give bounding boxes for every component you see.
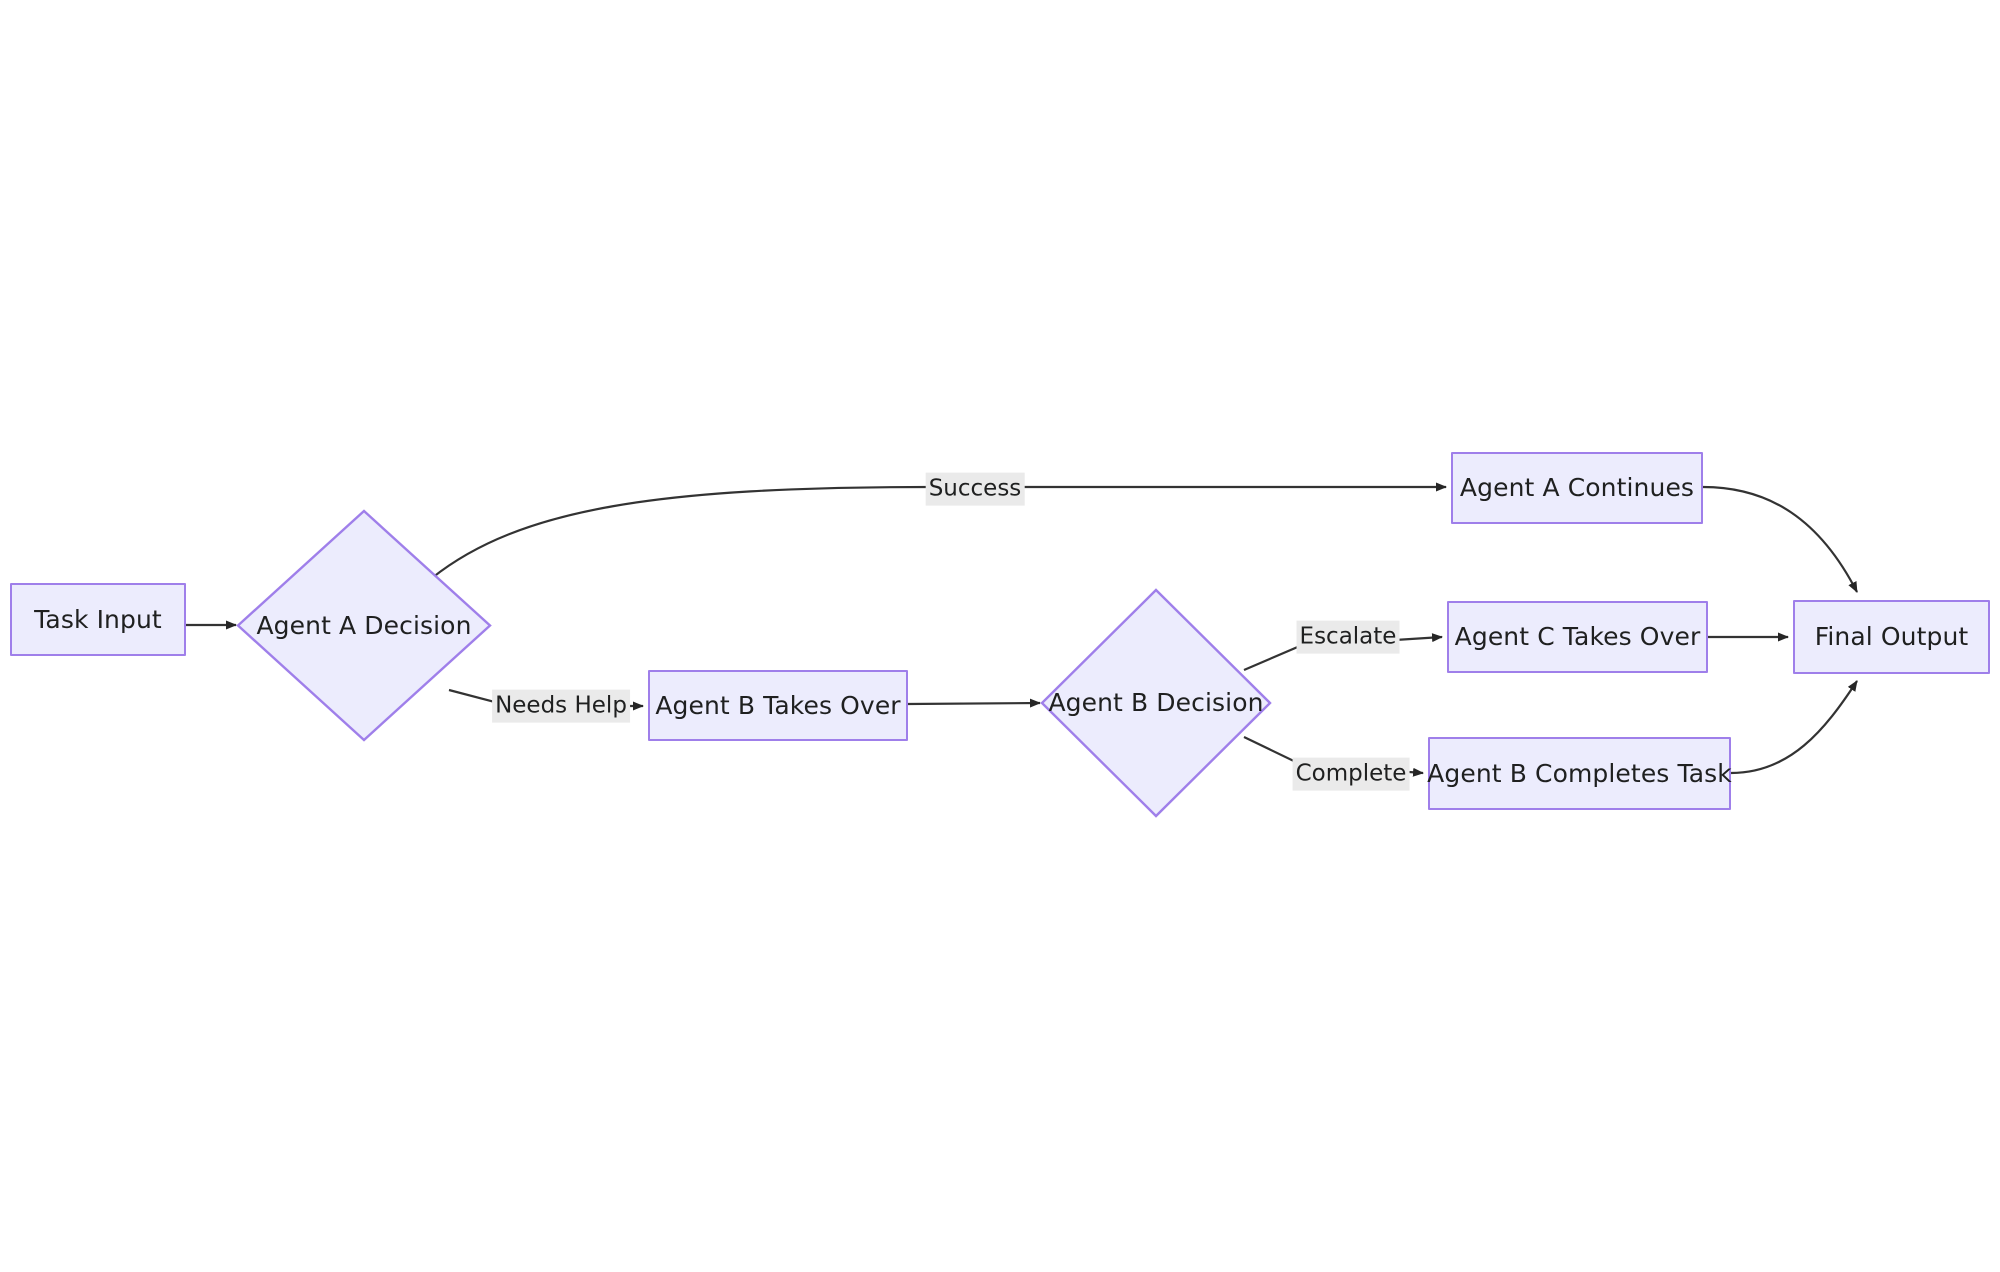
node-agent-a-decision-label: Agent A Decision — [256, 610, 472, 640]
node-agent-a-continues[interactable]: Agent A Continues — [1451, 452, 1703, 524]
diamond-shape — [236, 509, 492, 742]
diamond-shape — [1040, 588, 1272, 818]
node-final-output[interactable]: Final Output — [1793, 600, 1990, 674]
node-agent-b-completes-task-label: Agent B Completes Task — [1427, 758, 1732, 788]
edge-agent-a-continues-to-final-output — [1702, 485, 1858, 593]
node-agent-b-completes-task[interactable]: Agent B Completes Task — [1427, 737, 1732, 810]
node-agent-b-takes-over[interactable]: Agent B Takes Over — [648, 670, 908, 741]
node-agent-c-takes-over[interactable]: Agent C Takes Over — [1447, 601, 1708, 673]
edge-label-complete: Complete — [1292, 757, 1410, 791]
edge-label-success: Success — [925, 472, 1025, 506]
node-agent-a-continues-label: Agent A Continues — [1459, 473, 1695, 503]
node-agent-b-decision[interactable]: Agent B Decision — [1040, 588, 1272, 818]
edge-agent-b-takes-over-to-agent-b-decision — [907, 698, 1041, 708]
node-agent-b-decision-label: Agent B Decision — [1048, 688, 1264, 718]
edge-agent-b-completes-task-to-final-output — [1730, 680, 1858, 775]
node-agent-a-decision[interactable]: Agent A Decision — [236, 509, 492, 742]
node-agent-b-takes-over-label: Agent B Takes Over — [655, 690, 901, 720]
node-final-output-label: Final Output — [1814, 622, 1969, 652]
edge-label-needs-help: Needs Help — [492, 689, 630, 723]
node-task-input-label: Task Input — [34, 604, 162, 634]
node-agent-c-takes-over-label: Agent C Takes Over — [1454, 622, 1701, 652]
edge-label-escalate: Escalate — [1296, 620, 1400, 654]
node-task-input[interactable]: Task Input — [10, 583, 186, 656]
